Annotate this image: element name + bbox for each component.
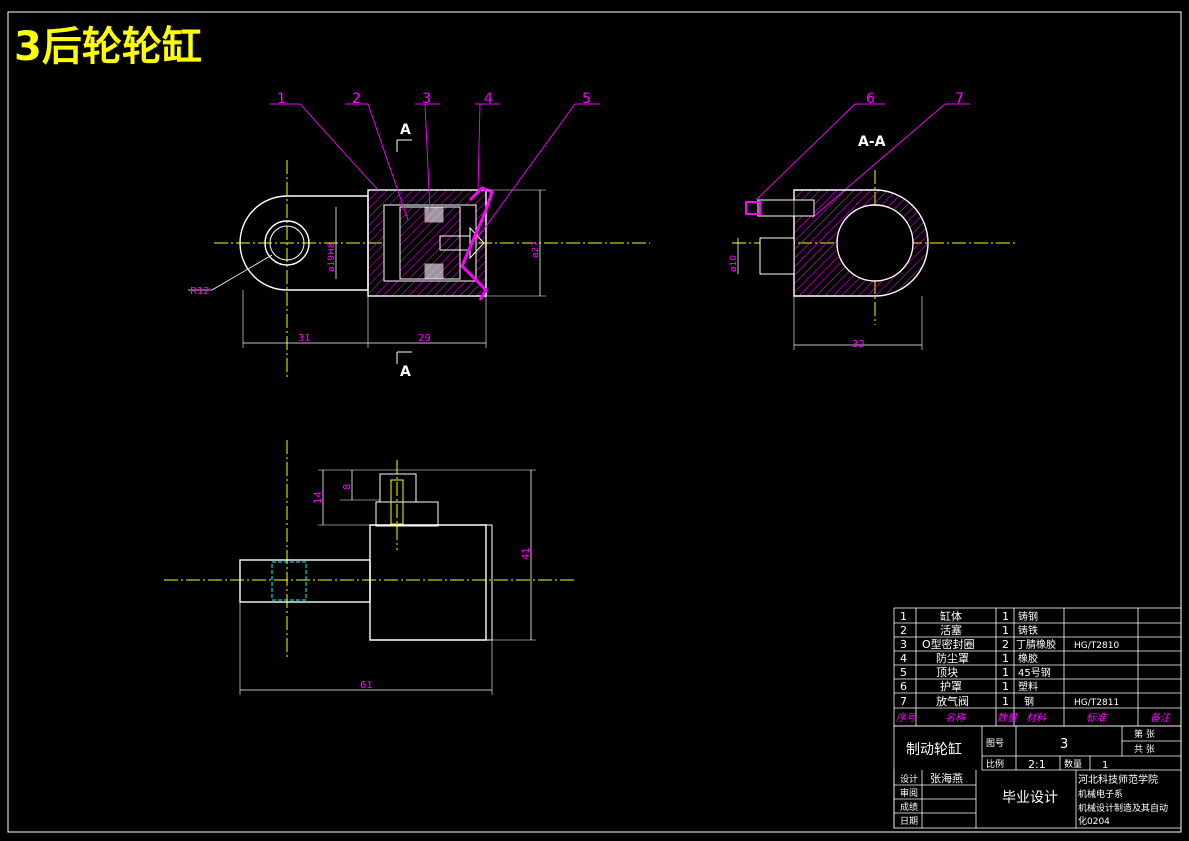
section-aa-view <box>732 170 1018 350</box>
title-block-grid <box>893 725 1182 829</box>
bom-name: 放气阀 <box>936 694 969 708</box>
bom-material: 橡胶 <box>1018 652 1038 665</box>
title-block: 制动轮缸 图号 3 第 张 共 张 比例 2:1 数量 1 设计 张海燕 审阅 … <box>900 728 1168 827</box>
bom-no: 7 <box>900 695 907 708</box>
bom-qty: 2 <box>1002 638 1009 651</box>
bom-no: 2 <box>900 624 907 637</box>
svg-text:设计: 设计 <box>900 773 918 785</box>
svg-text:日期: 日期 <box>900 816 918 827</box>
bom-qty: 1 <box>1002 695 1009 708</box>
callout-3: 3 <box>422 91 431 107</box>
dim-14: 14 <box>313 491 324 504</box>
bom-material: 铸钢 <box>1018 610 1038 623</box>
callout-7: 7 <box>955 91 964 107</box>
callout-leaders <box>270 103 970 241</box>
bom-qty: 1 <box>1002 624 1009 637</box>
bom-material: 丁腈橡胶 <box>1016 638 1056 651</box>
svg-text:审阅: 审阅 <box>900 787 918 799</box>
dim-phi27: ø27 <box>531 241 541 258</box>
sheet-border <box>7 11 1182 833</box>
dim-phi19: ø19H8 <box>327 242 337 272</box>
svg-text:图号: 图号 <box>986 738 1004 749</box>
bom-no: 6 <box>900 680 907 693</box>
bom-qty: 1 <box>1002 610 1009 623</box>
dim-29: 29 <box>418 333 431 344</box>
bom-no: 4 <box>900 652 907 665</box>
dim-phi10: ø10 <box>729 255 739 272</box>
bom-qty: 1 <box>1002 680 1009 693</box>
svg-text:数量: 数量 <box>997 712 1018 724</box>
org-line-3: 机械设计制造及其自动 <box>1078 802 1168 814</box>
callout-2: 2 <box>352 91 361 107</box>
project-name: 毕业设计 <box>1002 790 1058 806</box>
dim-61: 61 <box>360 680 373 691</box>
svg-text:材料: 材料 <box>1026 712 1047 724</box>
bom-material: 45号钢 <box>1018 666 1051 679</box>
bom-rows: 1 缸体 1 铸钢 2 活塞 1 铸铁 3 O型密封圈 2 丁腈橡胶 HG/T2… <box>900 609 1119 708</box>
bom-name: O型密封圈 <box>922 637 975 651</box>
bom-name: 缸体 <box>940 609 962 623</box>
bom-header: 序号 名称 数量 材料 标准 备注 <box>896 712 1171 724</box>
svg-text:1: 1 <box>1102 760 1108 771</box>
section-view-label: A-A <box>858 134 886 150</box>
designer-name: 张海燕 <box>930 771 963 785</box>
bom-no: 3 <box>900 638 907 651</box>
svg-text:第 张: 第 张 <box>1134 728 1155 740</box>
org-line-4: 化0204 <box>1078 815 1110 827</box>
bom-qty: 1 <box>1002 652 1009 665</box>
bom-name: 防尘罩 <box>936 651 969 665</box>
dim-31: 31 <box>298 333 311 344</box>
drawing-name: 制动轮缸 <box>906 741 962 758</box>
svg-text:共 张: 共 张 <box>1134 744 1155 755</box>
callout-4: 4 <box>484 91 493 107</box>
svg-text:名称: 名称 <box>945 712 967 724</box>
bom-qty: 1 <box>1002 666 1009 679</box>
callout-6: 6 <box>866 91 875 107</box>
top-view <box>164 440 574 695</box>
bom-no: 5 <box>900 666 907 679</box>
bom-name: 顶块 <box>936 666 958 679</box>
callout-5: 5 <box>582 91 591 107</box>
dim-r12: R12 <box>190 286 210 297</box>
section-mark-bottom: A <box>400 364 411 380</box>
svg-text:比例: 比例 <box>986 758 1004 770</box>
svg-text:标准: 标准 <box>1086 712 1107 724</box>
bom-material: 钢 <box>1024 695 1034 708</box>
svg-text:序号: 序号 <box>896 712 917 724</box>
bom-standard: HG/T2810 <box>1074 641 1119 651</box>
dim-8: 8 <box>342 484 353 490</box>
svg-text:数量: 数量 <box>1064 758 1082 770</box>
bom-material: 铸铁 <box>1018 624 1038 637</box>
bom-name: 护罩 <box>940 679 962 693</box>
drawing-no: 3 <box>1060 737 1068 752</box>
dim-41: 41 <box>521 547 532 560</box>
bom-name: 活塞 <box>940 623 962 637</box>
svg-text:备注: 备注 <box>1150 712 1171 724</box>
org-line-1: 河北科技师范学院 <box>1078 773 1158 786</box>
section-marks <box>396 139 412 364</box>
svg-text:成绩: 成绩 <box>900 801 918 813</box>
section-mark-top: A <box>400 122 411 138</box>
dim-32: 32 <box>852 339 865 350</box>
org-line-2: 机械电子系 <box>1078 788 1123 800</box>
bom-standard: HG/T2811 <box>1074 698 1119 708</box>
front-view <box>188 160 650 380</box>
bom-material: 塑料 <box>1018 680 1038 693</box>
callout-1: 1 <box>277 91 286 107</box>
scale-value: 2:1 <box>1028 758 1046 771</box>
page-title: 3后轮轮缸 <box>14 24 202 70</box>
bom-no: 1 <box>900 610 907 623</box>
